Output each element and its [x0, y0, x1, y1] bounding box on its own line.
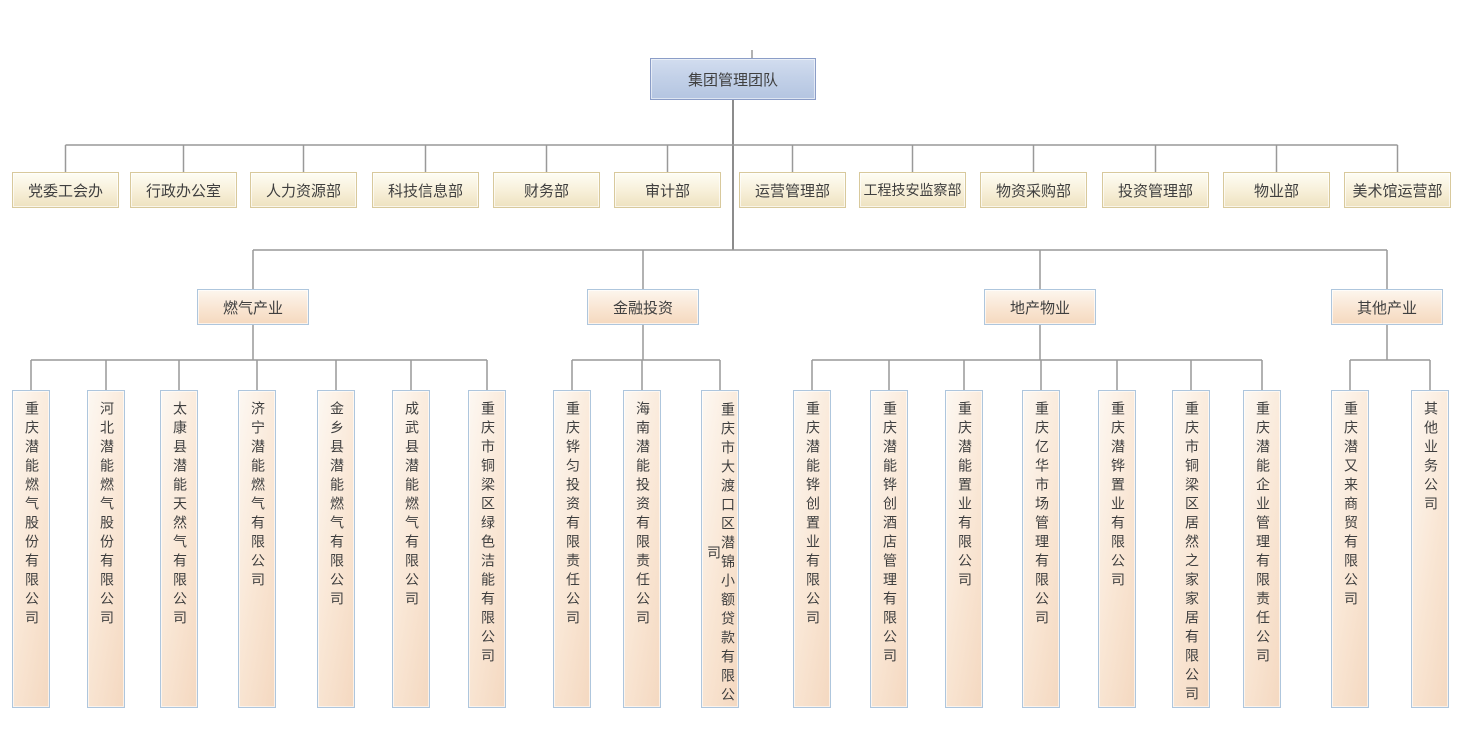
company-box: 重庆潜能铧创酒店管理有限公司	[870, 390, 908, 708]
department-label: 物资采购部	[995, 181, 1071, 200]
company-box: 河北潜能燃气股份有限公司	[87, 390, 125, 708]
company-label: 重庆市铜梁区绿色洁能有限公司	[479, 401, 495, 667]
company-label: 重庆亿华市场管理有限公司	[1033, 401, 1049, 629]
company-label: 太康县潜能天然气有限公司	[171, 401, 187, 629]
company-label: 金乡县潜能燃气有限公司	[328, 401, 344, 610]
company-box: 重庆市铜梁区绿色洁能有限公司	[468, 390, 506, 708]
category-label: 金融投资	[612, 298, 673, 317]
company-box: 重庆铧匀投资有限责任公司	[553, 390, 591, 708]
department-label: 科技信息部	[387, 181, 463, 200]
category-box-finance: 金融投资	[587, 289, 699, 325]
category-box-gas: 燃气产业	[197, 289, 309, 325]
company-box: 其他业务公司	[1411, 390, 1449, 708]
department-label: 行政办公室	[145, 181, 221, 200]
company-label: 成武县潜能燃气有限公司	[403, 401, 419, 610]
company-label: 河北潜能燃气股份有限公司	[98, 401, 114, 629]
department-label: 物业部	[1253, 181, 1299, 200]
department-box: 行政办公室	[130, 172, 237, 208]
company-box: 重庆潜能企业管理有限责任公司	[1243, 390, 1281, 708]
company-box: 重庆潜能燃气股份有限公司	[12, 390, 50, 708]
department-box: 财务部	[493, 172, 600, 208]
company-label: 济宁潜能燃气有限公司	[249, 401, 265, 591]
company-label: 海南潜能投资有限责任公司	[634, 401, 650, 629]
company-box: 重庆亿华市场管理有限公司	[1022, 390, 1060, 708]
root-label: 集团管理团队	[687, 70, 778, 89]
department-drop-lines	[64, 145, 1399, 172]
root-box: 集团管理团队	[650, 58, 816, 100]
company-label: 重庆潜能燃气股份有限公司	[23, 401, 39, 629]
department-box: 美术馆运营部	[1344, 172, 1451, 208]
category-label: 地产物业	[1009, 298, 1070, 317]
company-label: 重庆潜能铧创酒店管理有限公司	[881, 401, 897, 667]
department-box: 投资管理部	[1102, 172, 1209, 208]
department-box: 党委工会办	[12, 172, 119, 208]
company-box: 海南潜能投资有限责任公司	[623, 390, 661, 708]
category-stub-lines	[252, 325, 1388, 360]
department-label: 工程技安监察部	[863, 183, 962, 199]
department-box: 人力资源部	[250, 172, 357, 208]
department-label: 运营管理部	[754, 181, 830, 200]
company-box: 重庆潜能铧创置业有限公司	[793, 390, 831, 708]
company-box: 成武县潜能燃气有限公司	[392, 390, 430, 708]
company-label: 重庆潜铧置业有限公司	[1109, 401, 1125, 591]
department-box: 科技信息部	[372, 172, 479, 208]
company-label: 重庆铧匀投资有限责任公司	[564, 401, 580, 629]
department-box: 审计部	[614, 172, 721, 208]
category-label: 其他产业	[1356, 298, 1417, 317]
department-label: 美术馆运营部	[1352, 181, 1443, 200]
company-drop-lines	[30, 360, 1431, 390]
company-box: 重庆潜又来商贸有限公司	[1331, 390, 1369, 708]
company-label: 重庆潜又来商贸有限公司	[1342, 401, 1358, 610]
company-box: 重庆潜铧置业有限公司	[1098, 390, 1136, 708]
department-label: 投资管理部	[1117, 181, 1193, 200]
company-label: 重庆市铜梁区居然之家家居有限公司	[1183, 401, 1199, 705]
company-label: 其他业务公司	[1422, 401, 1438, 515]
company-label: 重庆市大渡口区潜锦小额贷款有限公司	[705, 402, 735, 706]
company-box: 重庆市大渡口区潜锦小额贷款有限公司	[701, 390, 739, 708]
department-label: 党委工会办	[27, 181, 103, 200]
company-label: 重庆潜能企业管理有限责任公司	[1254, 401, 1270, 667]
category-label: 燃气产业	[222, 298, 283, 317]
department-label: 人力资源部	[265, 181, 341, 200]
company-box: 金乡县潜能燃气有限公司	[317, 390, 355, 708]
department-box: 运营管理部	[739, 172, 846, 208]
department-label: 审计部	[644, 181, 690, 200]
company-label: 重庆潜能铧创置业有限公司	[804, 401, 820, 629]
department-box: 物业部	[1223, 172, 1330, 208]
category-box-realestate: 地产物业	[984, 289, 1096, 325]
company-box: 重庆市铜梁区居然之家家居有限公司	[1172, 390, 1210, 708]
category-drop-lines	[252, 250, 1388, 289]
company-label: 重庆潜能置业有限公司	[956, 401, 972, 591]
company-box: 太康县潜能天然气有限公司	[160, 390, 198, 708]
category-box-other: 其他产业	[1331, 289, 1443, 325]
department-label: 财务部	[523, 181, 569, 200]
company-box: 济宁潜能燃气有限公司	[238, 390, 276, 708]
company-box: 重庆潜能置业有限公司	[945, 390, 983, 708]
department-box: 工程技安监察部	[859, 172, 966, 208]
department-box: 物资采购部	[980, 172, 1087, 208]
